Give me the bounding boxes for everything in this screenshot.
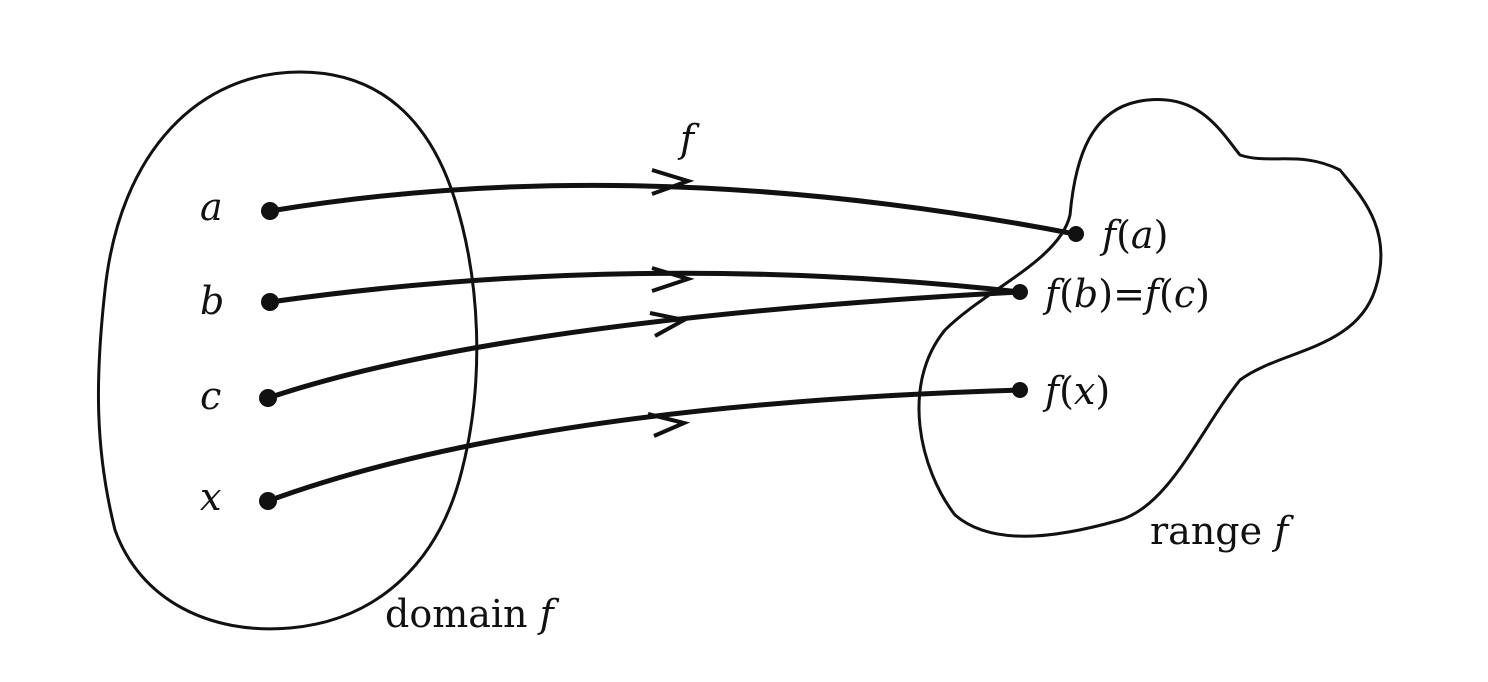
range-set-boundary	[917, 98, 1383, 538]
range-point-fa	[1068, 226, 1084, 242]
domain-label-x: x	[200, 475, 222, 519]
domain-label-c: c	[200, 374, 222, 418]
function-label: f	[680, 117, 695, 161]
domain-point-x	[259, 492, 277, 510]
mapping-arrow-a	[269, 182, 1076, 237]
domain-point-b	[261, 293, 279, 311]
arrowhead-c	[649, 311, 690, 338]
mapping-arrow-c	[267, 289, 1021, 401]
domain-label-a: a	[200, 185, 223, 229]
domain-label-b: b	[200, 279, 225, 323]
range-point-fx	[1012, 382, 1028, 398]
domain-set-label: domain f	[385, 592, 554, 636]
arrowhead-b	[651, 266, 695, 293]
range-label-fbc: f(b)=f(c)	[1045, 272, 1210, 316]
mapping-arrow-b	[269, 270, 1021, 305]
range-point-fbc	[1012, 284, 1028, 300]
domain-set-boundary	[96, 70, 479, 631]
range-label-fa: f(a)	[1102, 213, 1169, 257]
range-label-fx: f(x)	[1045, 369, 1111, 413]
domain-point-a	[261, 202, 279, 220]
arrowhead-x	[647, 412, 691, 438]
range-set-label: range f	[1150, 509, 1289, 553]
arrowhead-a	[651, 168, 695, 196]
mapping-arrow-x	[267, 387, 1021, 504]
domain-point-c	[259, 389, 277, 407]
